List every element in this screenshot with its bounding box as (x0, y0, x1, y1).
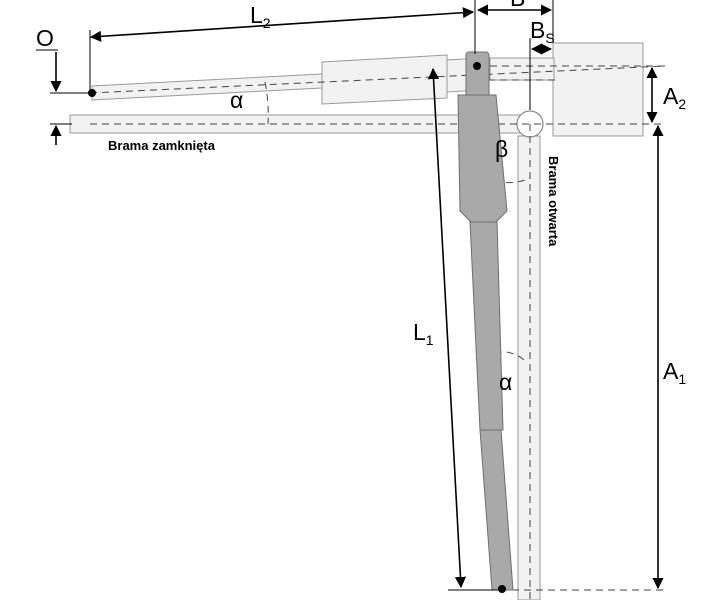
bracket-arm (489, 57, 555, 81)
label-L1: L1 (413, 319, 434, 348)
label-gate-open: Brama otwarta (546, 156, 561, 247)
label-BS: BS (530, 17, 555, 46)
label-beta: β (495, 136, 508, 162)
mounting-bracket (552, 42, 644, 137)
actuator-closed-position (91, 54, 481, 105)
label-A2: A2 (663, 83, 686, 112)
label-O: O (36, 25, 54, 51)
dimension-B (476, 0, 554, 43)
label-gate-closed: Brama zamknięta (108, 138, 216, 153)
dimension-L1 (427, 67, 500, 591)
dimension-O (36, 49, 92, 145)
label-B: B (510, 0, 525, 11)
actuator-open-position (88, 51, 514, 593)
dimension-L2 (89, 0, 476, 90)
label-alpha-closed: α (230, 87, 243, 113)
dimension-BS (529, 38, 553, 110)
label-A1: A1 (663, 358, 686, 387)
open-gate-leaf (517, 135, 541, 600)
label-alpha-open: α (499, 369, 512, 395)
label-L2: L2 (250, 2, 271, 31)
